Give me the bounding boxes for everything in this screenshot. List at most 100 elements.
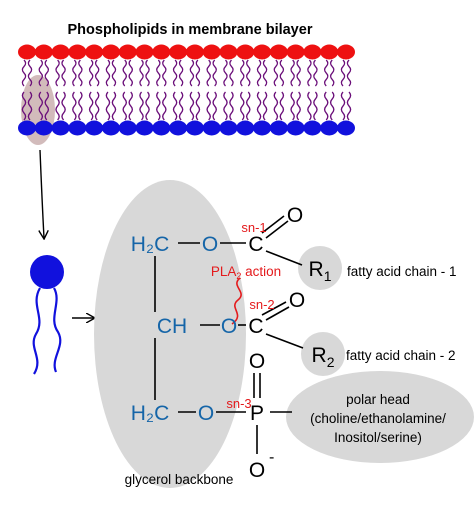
top-lipid-head xyxy=(101,44,120,60)
pla2-cleavage-arrow xyxy=(231,277,242,325)
top-lipid-tail xyxy=(279,59,285,87)
bottom-lipid-tail xyxy=(189,91,195,121)
top-lipid-tail xyxy=(105,59,111,87)
top-lipid-tail xyxy=(61,59,66,87)
bottom-lipid-head xyxy=(253,120,272,136)
top-lipid-tail xyxy=(206,59,211,87)
bottom-lipid-tail xyxy=(279,91,285,121)
top-lipid-tail xyxy=(346,59,352,87)
pla2-action-label: PLA2 action xyxy=(211,264,281,281)
carbonyl-2-bond-b xyxy=(265,306,290,321)
bottom-lipid-tail xyxy=(206,91,211,121)
sn-3-label: sn-3 xyxy=(226,396,251,411)
top-lipid-tail xyxy=(27,59,33,87)
bottom-lipid-head xyxy=(286,120,305,136)
bottom-lipid-tail xyxy=(44,91,50,121)
black-atoms: C O C O P O O - R1 R2 xyxy=(248,204,334,482)
top-lipid-tail xyxy=(262,59,268,87)
polar-head-title: polar head xyxy=(346,392,410,407)
top-lipid-head xyxy=(286,44,305,60)
glycerol-backbone-label: glycerol backbone xyxy=(125,472,234,487)
top-lipid-head xyxy=(169,44,188,60)
carbonyl-oxygen-1: O xyxy=(287,204,303,227)
bottom-lipid-tail xyxy=(223,91,228,121)
bottom-lipid-head xyxy=(219,120,238,136)
bonds xyxy=(154,215,304,454)
top-lipid-tail xyxy=(55,59,60,87)
r2-bubble xyxy=(301,332,345,376)
bottom-lipid-tail xyxy=(38,91,44,121)
bottom-lipid-tail xyxy=(162,91,167,121)
top-lipid-head xyxy=(337,44,355,60)
bottom-lipid-tail xyxy=(212,91,217,121)
bond-c-r1 xyxy=(265,250,303,266)
bottom-lipid-head xyxy=(202,120,221,136)
top-lipid-tail xyxy=(340,59,346,87)
bottom-lipid-tail xyxy=(88,91,94,121)
top-lipid-tail xyxy=(172,59,178,87)
top-lipid-tail xyxy=(240,59,245,87)
ester-oxygen-3: O xyxy=(198,402,214,425)
fatty-acid-chain-1-label: fatty acid chain - 1 xyxy=(347,264,457,279)
r1-bubble xyxy=(298,246,342,290)
bottom-lipid-tail xyxy=(246,91,251,121)
carbon-c2: CH xyxy=(157,315,187,338)
bottom-lipid-tail xyxy=(329,91,335,121)
bottom-lipid-head xyxy=(85,120,104,136)
top-lipid-tail xyxy=(162,59,167,87)
single-lipid-tail-2 xyxy=(52,287,62,373)
bottom-lipid-tail xyxy=(128,91,133,121)
bottom-lipid-tail xyxy=(240,91,245,121)
bottom-lipid-head xyxy=(337,120,355,136)
top-lipid-tail xyxy=(313,59,318,87)
top-lipid-tail xyxy=(78,59,83,87)
bottom-lipid-head xyxy=(135,120,154,136)
top-lipid-tail xyxy=(212,59,217,87)
top-lipid-tail xyxy=(72,59,77,87)
bottom-lipid-tail xyxy=(229,91,234,121)
bottom-lipid-tail xyxy=(346,91,352,121)
bottom-leaflet-heads xyxy=(18,120,355,136)
top-lipid-tail xyxy=(323,59,329,87)
carbon-c1: H₂C xyxy=(131,233,169,256)
sn-labels: sn-1 sn-2 sn-3 xyxy=(226,220,274,411)
top-lipid-head xyxy=(118,44,137,60)
top-lipid-tail xyxy=(307,59,312,87)
carbonyl-carbon-1: C xyxy=(248,233,263,256)
bottom-lipid-tail xyxy=(290,91,295,121)
top-lipid-head xyxy=(135,44,154,60)
top-lipid-head xyxy=(85,44,104,60)
top-lipid-tail xyxy=(139,59,144,87)
top-lipid-tail xyxy=(273,59,279,87)
zoom-arrow-down xyxy=(40,149,44,238)
carbonyl-oxygen-2: O xyxy=(289,289,305,312)
bottom-lipid-tail xyxy=(61,91,66,121)
bottom-lipid-tail xyxy=(178,91,184,121)
ester-oxygen-1: O xyxy=(202,233,218,256)
bottom-lipid-tail xyxy=(262,91,268,121)
phosphorus: P xyxy=(250,402,264,425)
top-lipid-head xyxy=(236,44,255,60)
fatty-acid-chain-2-label: fatty acid chain - 2 xyxy=(346,348,456,363)
carbonyl-1-bond-a xyxy=(261,215,285,234)
top-lipid-tail xyxy=(88,59,94,87)
bottom-lipid-tail xyxy=(122,91,127,121)
bottom-lipid-head xyxy=(51,120,70,136)
top-lipid-head xyxy=(303,44,322,60)
bottom-lipid-tail xyxy=(340,91,346,121)
bottom-lipid-head xyxy=(34,120,53,136)
bottom-lipid-head xyxy=(18,120,36,136)
top-lipid-tail xyxy=(122,59,127,87)
polar-head-bubble xyxy=(286,371,474,463)
phosphate-oxygen-bottom: O xyxy=(249,459,265,482)
bottom-lipid-tail xyxy=(145,91,150,121)
top-lipid-head xyxy=(185,44,204,60)
top-lipid-tail xyxy=(223,59,228,87)
bottom-lipid-head xyxy=(152,120,171,136)
top-lipid-tail xyxy=(178,59,184,87)
bottom-lipid-head xyxy=(303,120,322,136)
polar-head-line-3: Inositol/serine) xyxy=(334,430,422,445)
membrane-bilayer xyxy=(18,44,355,145)
sn-1-label: sn-1 xyxy=(241,220,266,235)
